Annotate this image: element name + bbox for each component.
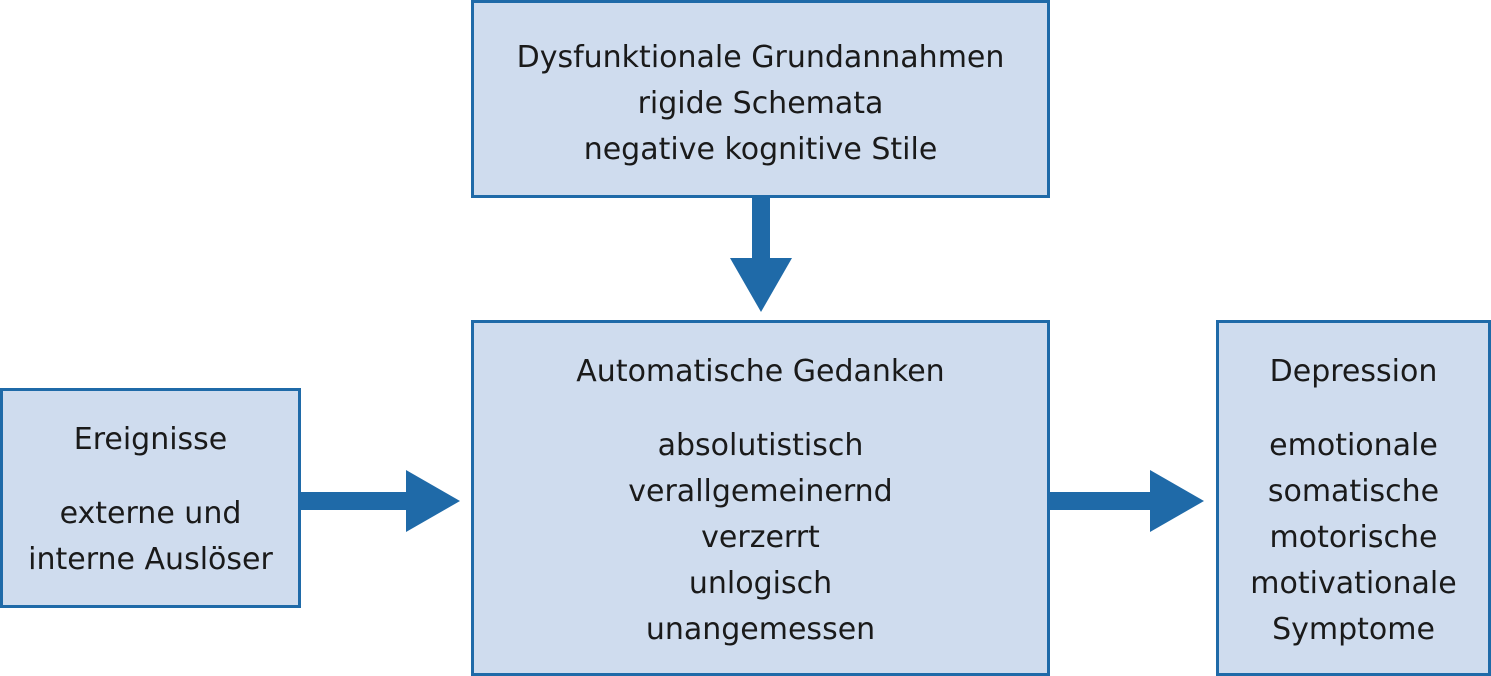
node-line: Dysfunktionale Grundannahmen [516,40,1005,75]
node-dysfunktionale-grundannahmen: Dysfunktionale Grundannahmen rigide Sche… [471,0,1050,198]
node-line: verallgemeinernd [628,474,893,509]
node-line: unangemessen [645,612,876,647]
arrow-center-to-right [1050,470,1204,532]
node-line: motorische [1269,520,1438,555]
node-automatische-gedanken: Automatische Gedanken absolutistisch ver… [471,320,1050,676]
node-line: emotionale [1269,428,1438,463]
node-line: interne Auslöser [28,542,273,577]
node-depression: Depression emotionale somatische motoris… [1216,320,1491,676]
arrow-left-to-center [301,470,460,532]
arrow-top-to-center [730,198,792,312]
node-line: unlogisch [688,566,833,601]
node-line: absolutistisch [657,428,864,463]
node-title: Automatische Gedanken [576,354,945,389]
node-title: Ereignisse [73,422,228,457]
node-line: negative kognitive Stile [583,132,938,167]
node-title: Depression [1269,354,1438,389]
node-ereignisse: Ereignisse externe und interne Auslöser [0,388,301,608]
node-line: verzerrt [701,520,820,555]
node-line: externe und [59,496,242,531]
node-line: Symptome [1272,612,1435,647]
node-line: rigide Schemata [637,86,884,121]
node-line: somatische [1267,474,1440,509]
node-line: motivationale [1250,566,1457,601]
